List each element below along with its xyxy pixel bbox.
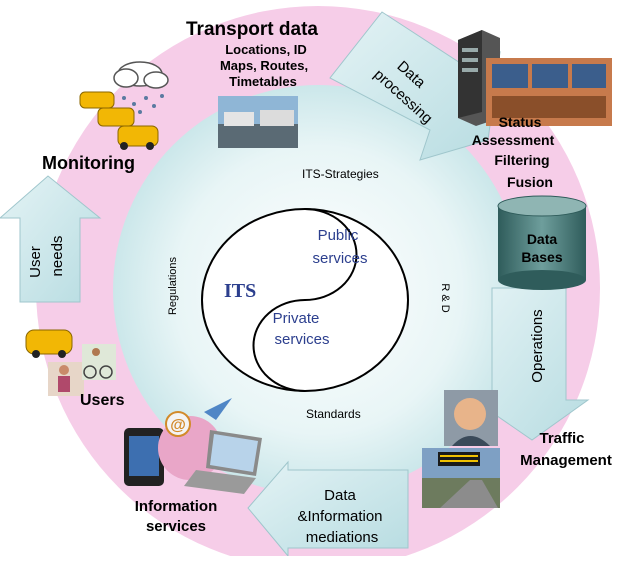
users-taxi-icon xyxy=(25,329,73,358)
database-cylinder-icon xyxy=(497,195,587,290)
email-at-icon: @ xyxy=(158,398,232,480)
information-services-line2: services xyxy=(145,518,207,535)
status-line4: Fusion xyxy=(507,174,553,190)
road-sign-photo-icon xyxy=(422,448,500,478)
transport-station-photo-icon xyxy=(218,96,298,148)
its-center-label: ITS xyxy=(224,280,257,302)
databases-line2: Bases xyxy=(521,249,563,265)
databases-line1: Data xyxy=(526,231,558,247)
user-needs-label-line1: User xyxy=(27,246,44,278)
public-services-line1: Public xyxy=(317,227,359,244)
regulations-label: Regulations xyxy=(167,256,179,315)
information-services-line1: Information xyxy=(134,498,218,515)
users-label: Users xyxy=(80,392,125,409)
mediations-line3: mediations xyxy=(305,529,379,546)
public-services-line2: services xyxy=(312,250,368,267)
transport-details-line1: Locations, ID xyxy=(225,42,307,57)
status-line1: Status xyxy=(498,114,542,130)
rain-cloud-icon xyxy=(113,61,169,114)
its-strategies-label: ITS-Strategies xyxy=(302,167,379,181)
standards-label: Standards xyxy=(306,407,361,421)
monitoring-label: Monitoring xyxy=(42,153,135,173)
transport-data-title: Transport data xyxy=(186,19,318,40)
private-services-line1: Private xyxy=(272,310,320,327)
user-needs-arrow xyxy=(0,175,102,303)
user-needs-label-line2: needs xyxy=(49,236,66,277)
r-and-d-label: R & D xyxy=(439,283,451,312)
transport-details-line3: Timetables xyxy=(229,74,297,89)
transport-details-line2: Maps, Routes, xyxy=(219,58,309,73)
mediations-arrow xyxy=(247,460,409,558)
yellow-taxis-icon xyxy=(79,91,159,150)
mediations-line1: Data xyxy=(324,487,356,504)
operator-headset-photo-icon xyxy=(444,390,498,446)
status-line3: Filtering xyxy=(494,152,550,168)
traffic-label-line1: Traffic xyxy=(539,430,585,447)
traffic-label-line2: Management xyxy=(520,452,612,469)
highway-photo-icon xyxy=(422,478,500,508)
mobile-phone-icon xyxy=(124,428,164,486)
operations-label: Operations xyxy=(529,309,546,382)
yinyang-symbol xyxy=(201,208,409,392)
laptop-icon xyxy=(184,430,262,494)
status-line2: Assessment xyxy=(471,132,555,148)
control-room-photo-icon xyxy=(486,58,612,126)
travelers-icon xyxy=(48,344,116,396)
mediations-line2: &Information xyxy=(297,508,383,525)
svg-text:@: @ xyxy=(170,417,186,434)
private-services-line2: services xyxy=(274,331,330,348)
